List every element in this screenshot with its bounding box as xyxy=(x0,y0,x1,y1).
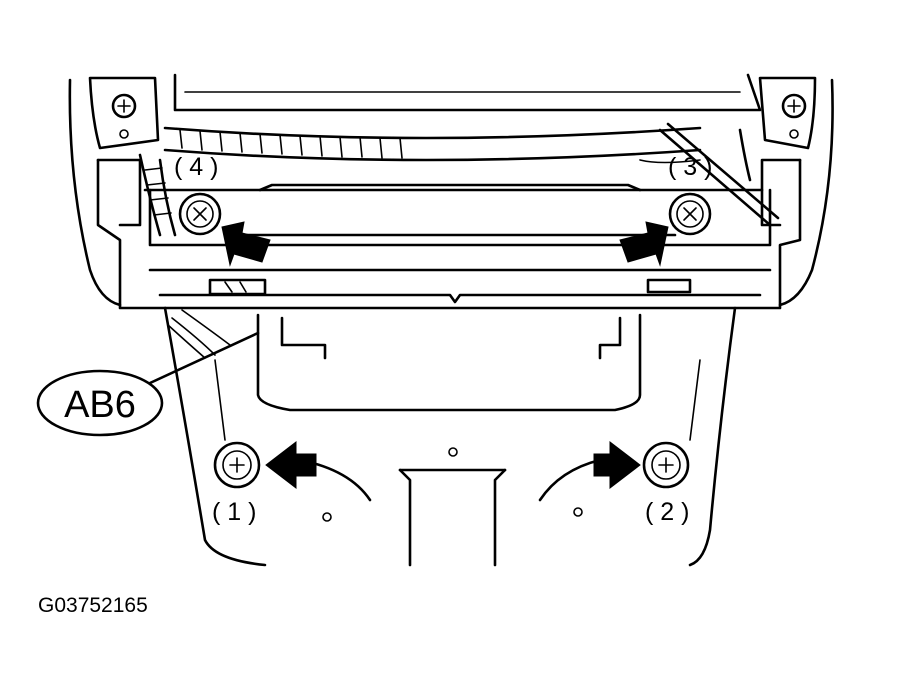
seat-frame xyxy=(96,158,802,310)
ab6-callout: AB6 xyxy=(36,331,260,437)
wiring-harness xyxy=(138,122,780,359)
lower-assembly xyxy=(163,306,737,567)
seat-side-panels xyxy=(68,73,834,307)
arrow-to-bolt-2 xyxy=(593,440,641,490)
callout-ab6-text: AB6 xyxy=(64,384,136,426)
pointer-arrows xyxy=(221,221,669,490)
bolt-4 xyxy=(178,192,222,236)
bolt-2 xyxy=(642,441,690,489)
bolt-3 xyxy=(668,192,712,236)
bolt-labels: ( 4 ) ( 3 ) ( 1 ) ( 2 ) xyxy=(174,153,712,526)
label-bolt-4: ( 4 ) xyxy=(174,153,218,181)
label-bolt-3: ( 3 ) xyxy=(668,153,712,181)
figure-code: G03752165 xyxy=(38,594,148,617)
arrow-to-bolt-4 xyxy=(221,221,271,267)
bolt-1 xyxy=(213,441,261,489)
arrow-to-bolt-1 xyxy=(265,440,317,490)
label-bolt-2: ( 2 ) xyxy=(645,498,689,526)
corner-screws xyxy=(111,93,807,139)
arrow-to-bolt-3 xyxy=(619,221,669,267)
bolts xyxy=(178,192,712,489)
label-bolt-1: ( 1 ) xyxy=(212,498,256,526)
